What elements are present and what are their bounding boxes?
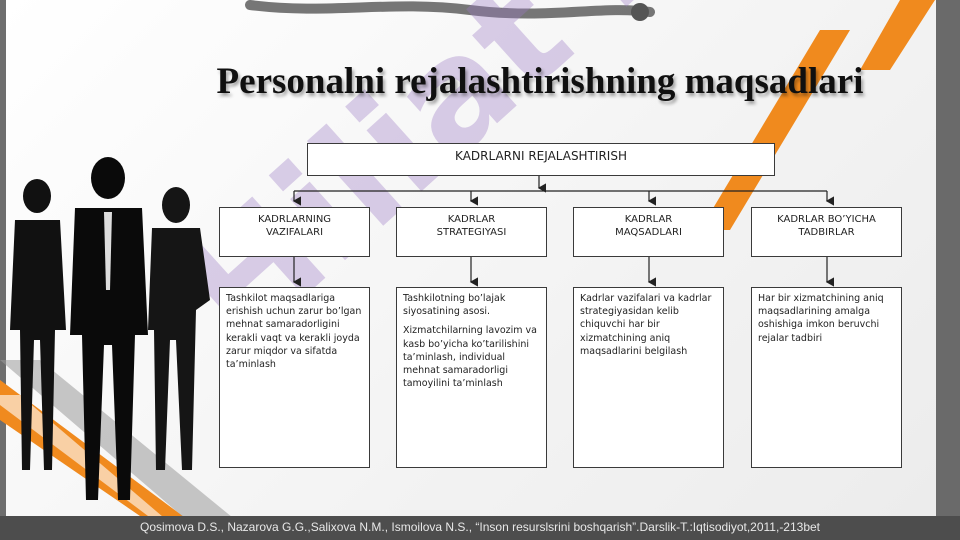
header-box-strategiyasi: KADRLAR STRATEGIYASI bbox=[396, 207, 547, 257]
body-box-maqsadlari: Kadrlar vazifalari va kadrlar strategiya… bbox=[573, 287, 724, 468]
header-line1: KADRLAR bbox=[624, 214, 673, 225]
header-line1: KADRLARNING bbox=[257, 214, 332, 225]
footer-citation: Qosimova D.S., Nazarova G.G.,Salixova N.… bbox=[139, 520, 821, 534]
header-line1: KADRLAR bbox=[447, 214, 496, 225]
person-left bbox=[10, 179, 66, 470]
person-right bbox=[148, 187, 210, 470]
orange-ribbon-bottom-left bbox=[0, 380, 215, 540]
top-scribble bbox=[245, 0, 655, 19]
body-text: Tashkilotning bo’lajak siyosatining asos… bbox=[403, 293, 506, 318]
header-line1: KADRLAR BO’YICHA bbox=[777, 214, 876, 225]
body-text: Har bir xizmatchining aniq maqsadlarinin… bbox=[758, 293, 884, 344]
header-box-maqsadlari: KADRLAR MAQSADLARI bbox=[573, 207, 724, 257]
body-box-vazifalari: Tashkilot maqsadlariga erishish uchun za… bbox=[219, 287, 370, 468]
body-box-strategiyasi: Tashkilotning bo’lajak siyosatining asos… bbox=[396, 287, 547, 468]
body-text: Kadrlar vazifalari va kadrlar strategiya… bbox=[580, 293, 712, 357]
top-dot bbox=[631, 3, 649, 21]
orange-ribbon-top-right bbox=[700, 30, 850, 230]
body-box-tadbirlar: Har bir xizmatchining aniq maqsadlarinin… bbox=[751, 287, 902, 468]
header-line2: VAZIFALARI bbox=[265, 227, 324, 238]
footer-bar bbox=[0, 516, 960, 540]
header-box-vazifalari: KADRLARNING VAZIFALARI bbox=[219, 207, 370, 257]
person-center bbox=[70, 157, 148, 500]
header-line2: STRATEGIYASI bbox=[436, 227, 507, 238]
orange-ribbon-corner bbox=[860, 0, 935, 70]
body-text: Xizmatchilarning lavozim va kasb bo’yich… bbox=[403, 325, 537, 390]
header-box-tadbirlar: KADRLAR BO’YICHA TADBIRLAR bbox=[751, 207, 902, 257]
body-text: Tashkilot maqsadlariga erishish uchun za… bbox=[226, 293, 362, 371]
header-line2: TADBIRLAR bbox=[798, 227, 855, 238]
slide-title: Personalni rejalashtirishning maqsadlari bbox=[216, 61, 864, 102]
top-box: KADRLARNI REJALASHTIRISH bbox=[307, 143, 775, 176]
right-edge bbox=[936, 0, 960, 516]
header-line2: MAQSADLARI bbox=[615, 227, 682, 238]
